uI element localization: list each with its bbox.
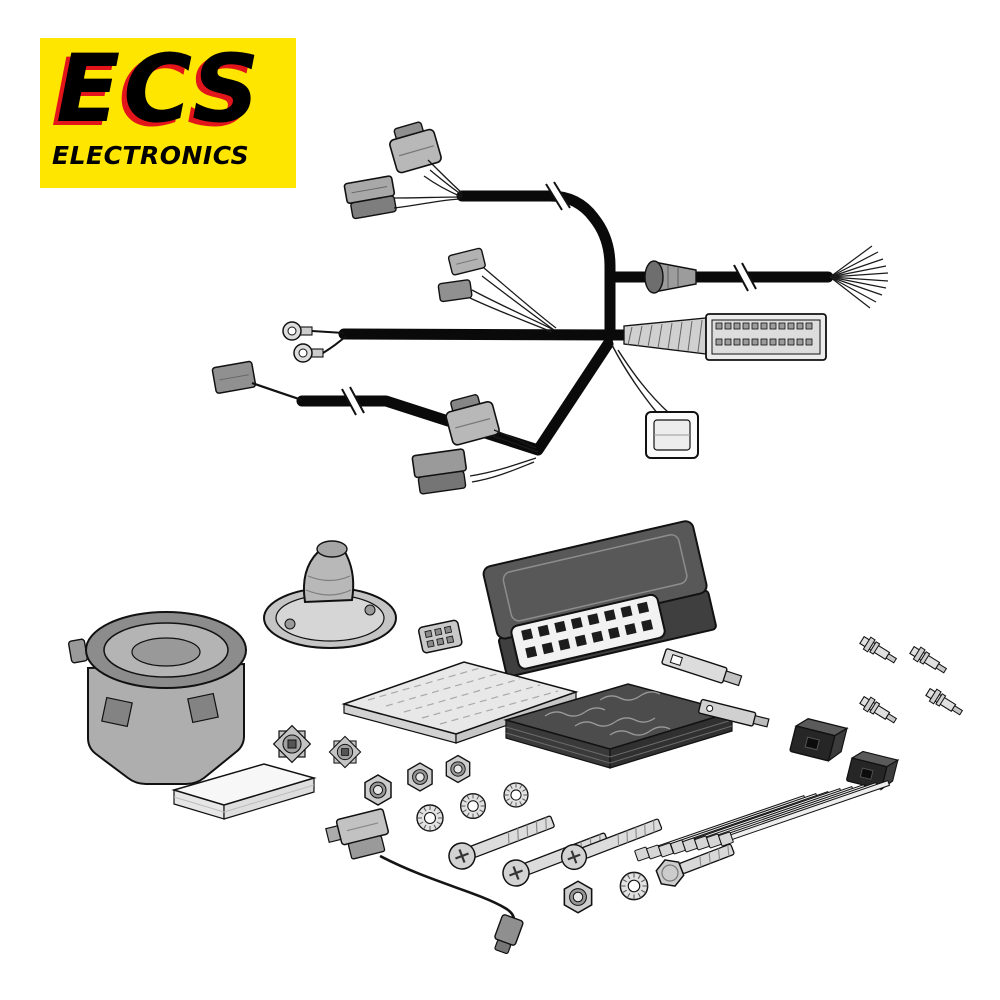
connector-mid-a <box>447 247 486 276</box>
connector-top-b <box>343 175 461 220</box>
connector-white <box>611 344 699 459</box>
rubber-grommet <box>263 540 397 649</box>
wiring-harness <box>211 121 889 495</box>
wire-fan <box>829 245 889 309</box>
connector-mid-b <box>437 279 473 303</box>
crimp-terminals <box>857 633 966 728</box>
connector-top-a <box>389 121 463 198</box>
adhesive-pad <box>171 763 317 820</box>
speed-nut-clips <box>273 725 362 769</box>
connector-lower-a <box>445 394 500 446</box>
ring-terminals <box>282 321 347 363</box>
hex-nuts <box>364 754 471 806</box>
mid-connector-wires <box>469 267 557 333</box>
retaining-clip <box>417 619 463 654</box>
cable-ties <box>634 777 891 862</box>
socket-13pin <box>67 611 247 785</box>
fuse-lead <box>325 808 524 955</box>
flat-terminals <box>661 648 770 728</box>
lower-connector-wires <box>469 429 539 483</box>
connector-left <box>211 360 303 402</box>
connector-lower-b <box>411 448 467 495</box>
ecs-logo: ECS ELECTRONICS <box>40 38 296 188</box>
cable-break-marks <box>341 179 757 418</box>
hex-bolt <box>655 843 735 887</box>
nut-washer-pair <box>563 871 649 914</box>
lock-washers <box>416 782 529 832</box>
grommet-sleeve <box>644 260 697 294</box>
logo-brand-text: ECS <box>56 35 263 144</box>
connector-housings <box>789 718 900 791</box>
control-module <box>482 520 717 678</box>
logo-subtitle-text: ELECTRONICS <box>52 140 250 170</box>
ribbon-cable <box>623 317 707 355</box>
multipin-connector <box>705 313 827 361</box>
